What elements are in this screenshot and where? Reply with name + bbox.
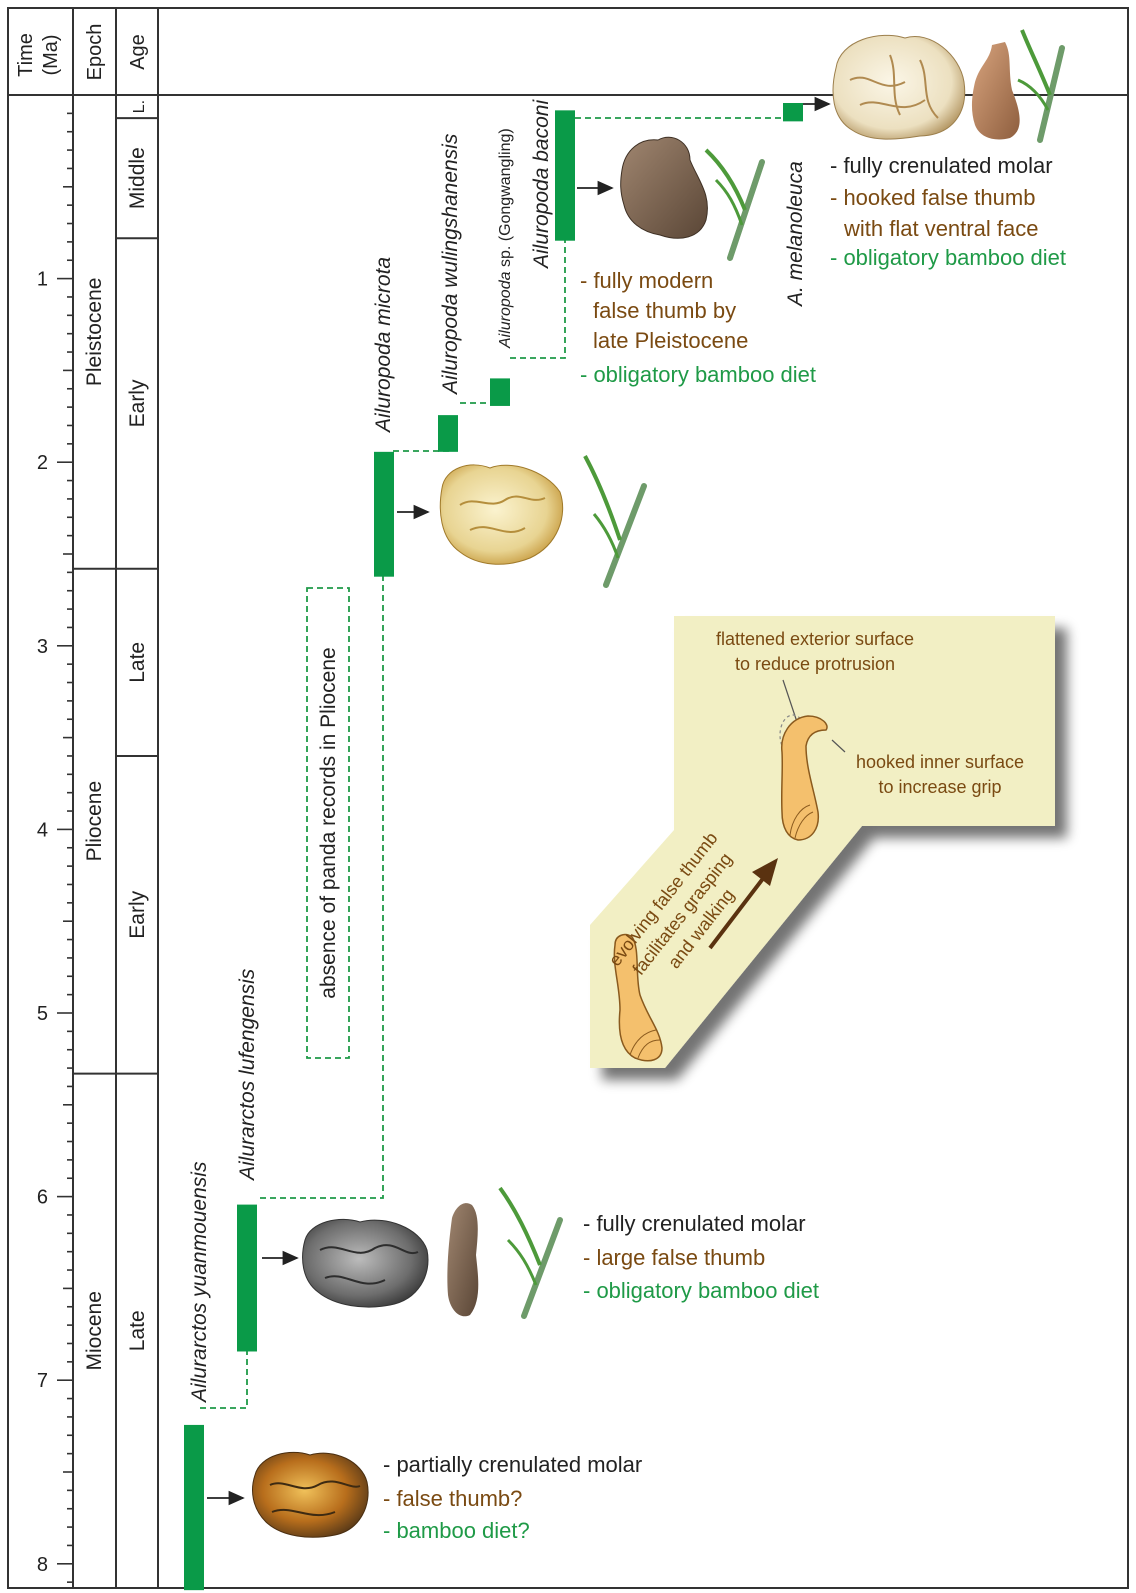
taxon-name-gongwangling: Ailuropoda sp. (Gongwangling) <box>497 128 514 349</box>
taxon-range-bar <box>490 378 510 406</box>
epoch-label: Miocene <box>83 1291 106 1370</box>
taxon-range-bar <box>237 1205 257 1352</box>
tick-label: 6 <box>37 1187 48 1209</box>
tick-label: 5 <box>37 1003 48 1025</box>
trait-modern-diet: - obligatory bamboo diet <box>830 245 1066 270</box>
trait-lufengensis-molar: - fully crenulated molar <box>583 1211 806 1236</box>
thumb-image-baconi <box>621 137 708 238</box>
taxon-name-microta: Ailuropoda microta <box>372 257 395 434</box>
time-axis: 1 2 3 4 5 6 7 8 <box>37 113 73 1582</box>
taxon-range-bar <box>438 415 458 452</box>
molar-image-yuanmouensis <box>253 1452 369 1537</box>
inset-note-flat-2: to reduce protrusion <box>735 654 895 674</box>
epoch-column: PleistocenePlioceneMiocene <box>73 278 116 1371</box>
inset-note-flat-1: flattened exterior surface <box>716 629 914 649</box>
taxon-range-bar <box>783 103 803 121</box>
tick-label: 8 <box>37 1554 48 1576</box>
tick-label: 2 <box>37 452 48 474</box>
thumb-evolution-inset: flattened exterior surface to reduce pro… <box>590 616 1055 1068</box>
bamboo-icon-melanoleuca <box>1018 30 1062 140</box>
trait-lufengensis-diet: - obligatory bamboo diet <box>583 1278 819 1303</box>
header-epoch: Epoch <box>84 24 106 81</box>
taxon-range-bar <box>374 452 394 577</box>
trait-modern-molar: - fully crenulated molar <box>830 153 1053 178</box>
trait-baconi-thumb-3: late Pleistocene <box>593 328 748 353</box>
trait-yuanmouensis-diet: - bamboo diet? <box>383 1518 530 1543</box>
thumb-image-melanoleuca <box>972 42 1020 139</box>
header-time: Time <box>15 33 37 77</box>
tick-label: 1 <box>37 269 48 291</box>
bamboo-icon-baconi <box>706 150 762 258</box>
trait-baconi-diet: - obligatory bamboo diet <box>580 362 816 387</box>
tick-label: 4 <box>37 819 48 841</box>
molar-image-microta <box>440 465 562 564</box>
thumb-image-lufengensis <box>447 1203 478 1316</box>
inset-note-hook-1: hooked inner surface <box>856 752 1024 772</box>
taxon-range-bar <box>184 1425 204 1590</box>
taxon-name-melanoleuca: A. melanoleuca <box>784 161 807 308</box>
inset-note-hook-2: to increase grip <box>878 777 1001 797</box>
age-label: L. <box>131 100 148 113</box>
bamboo-icon-lufengensis <box>500 1188 560 1316</box>
link-baconi-melanoleuca <box>575 110 793 118</box>
trait-yuanmouensis-thumb: - false thumb? <box>383 1486 522 1511</box>
bamboo-icon-microta <box>585 456 644 585</box>
epoch-label: Pliocene <box>83 781 106 862</box>
tick-label: 3 <box>37 636 48 658</box>
epoch-label: Pleistocene <box>83 278 106 387</box>
header-age: Age <box>127 34 149 70</box>
trait-baconi-thumb-1: - fully modern <box>580 268 713 293</box>
tick-label: 7 <box>37 1370 48 1392</box>
age-label: Late <box>126 1310 149 1351</box>
trait-modern-thumb-1: - hooked false thumb <box>830 185 1035 210</box>
trait-modern-thumb-2: with flat ventral face <box>843 216 1038 241</box>
taxon-name-wulingshanensis: Ailuropoda wulingshanensis <box>439 133 462 396</box>
taxon-name-yuanmouensis: Ailurarctos yuanmouensis <box>188 1161 211 1404</box>
age-label: Late <box>126 642 149 683</box>
age-column: L.MiddleEarlyLateEarlyLate <box>116 100 158 1351</box>
trait-yuanmouensis-molar: - partially crenulated molar <box>383 1452 642 1477</box>
taxon-name-baconi: Ailuropoda baconi <box>530 99 553 270</box>
molar-image-melanoleuca <box>833 35 965 139</box>
inset-panel <box>590 616 1055 1068</box>
age-label: Early <box>126 379 149 427</box>
molar-image-lufengensis <box>303 1219 428 1307</box>
age-label: Early <box>126 890 149 938</box>
age-label: Middle <box>126 147 149 209</box>
gap-note: absence of panda records in Pliocene <box>317 647 340 998</box>
taxon-name-lufengensis: Ailurarctos lufengensis <box>236 968 259 1182</box>
header-time-unit: (Ma) <box>40 34 62 75</box>
taxon-range-bar <box>555 110 575 240</box>
trait-lufengensis-thumb: - large false thumb <box>583 1245 765 1270</box>
trait-baconi-thumb-2: false thumb by <box>593 298 736 323</box>
